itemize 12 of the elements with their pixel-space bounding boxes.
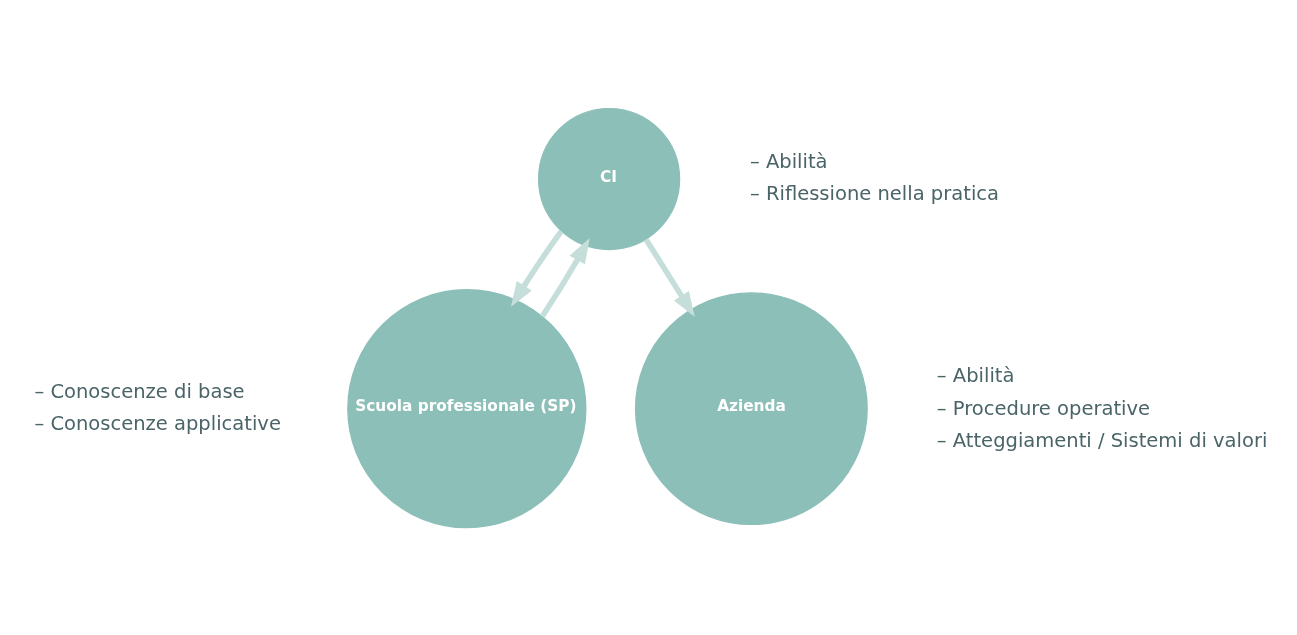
node-label: – Conoscenze di base xyxy=(34,379,245,403)
node-label: – Procedure operative xyxy=(936,396,1151,420)
node-circle: CI xyxy=(537,107,681,250)
node-label: – Abilità xyxy=(936,363,1015,387)
node-circle: Scuola professionale (SP) xyxy=(347,288,587,528)
arrow xyxy=(539,237,590,318)
arrow xyxy=(643,237,695,317)
node-label: – Riflessione nella pratica xyxy=(749,181,1000,205)
arrow xyxy=(510,229,564,307)
node-label: – Conoscenze applicative xyxy=(34,411,281,435)
node-label: – Atteggiamenti / Sistemi di valori xyxy=(936,428,1268,452)
node-label: – Abilità xyxy=(749,149,828,173)
